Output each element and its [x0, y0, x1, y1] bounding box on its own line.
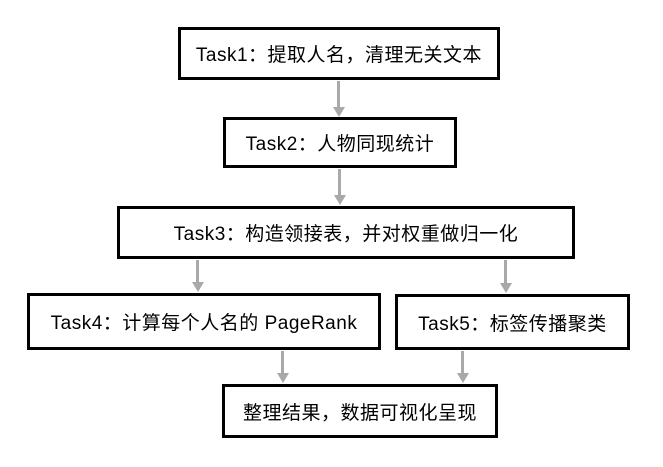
arrow-head-icon	[276, 373, 289, 383]
arrow-task1-to-task2	[332, 81, 345, 117]
arrow-head-icon	[332, 107, 345, 117]
flow-node-task1-label: Task1：提取人名，清理无关文本	[195, 45, 483, 66]
flow-node-task3-label: Task3：构造领接表，并对权重做归一化	[173, 224, 519, 245]
arrow-stem	[281, 351, 284, 373]
flow-node-task2-label: Task2：人物同现统计	[245, 134, 435, 155]
flow-node-task1: Task1：提取人名，清理无关文本	[178, 27, 500, 80]
flow-node-task5: Task5：标签传播聚类	[395, 294, 630, 350]
arrow-head-icon	[456, 373, 469, 383]
arrow-head-icon	[191, 282, 204, 292]
flow-node-task4: Task4：计算每个人名的 PageRank	[27, 293, 381, 350]
flow-node-task5-label: Task5：标签传播聚类	[418, 313, 607, 335]
arrow-stem	[338, 169, 341, 195]
arrow-task5-to-final	[456, 351, 469, 383]
flow-node-task3: Task3：构造领接表，并对权重做归一化	[117, 206, 575, 259]
arrow-task3-to-task4	[191, 260, 204, 292]
arrow-task4-to-final	[276, 351, 289, 383]
arrow-stem	[196, 260, 199, 282]
arrow-task2-to-task3	[333, 169, 346, 205]
arrow-head-icon	[333, 195, 346, 205]
arrow-head-icon	[499, 283, 512, 293]
flow-node-task4-label: Task4：计算每个人名的 PageRank	[50, 313, 358, 334]
arrow-task3-to-task5	[499, 260, 512, 293]
flow-node-final-label: 整理结果，数据可视化呈现	[242, 402, 477, 424]
arrow-stem	[504, 260, 507, 283]
arrow-stem	[461, 351, 464, 373]
arrow-stem	[337, 81, 340, 107]
flow-node-final: 整理结果，数据可视化呈现	[222, 384, 498, 438]
flow-node-task2: Task2：人物同现统计	[223, 117, 457, 168]
